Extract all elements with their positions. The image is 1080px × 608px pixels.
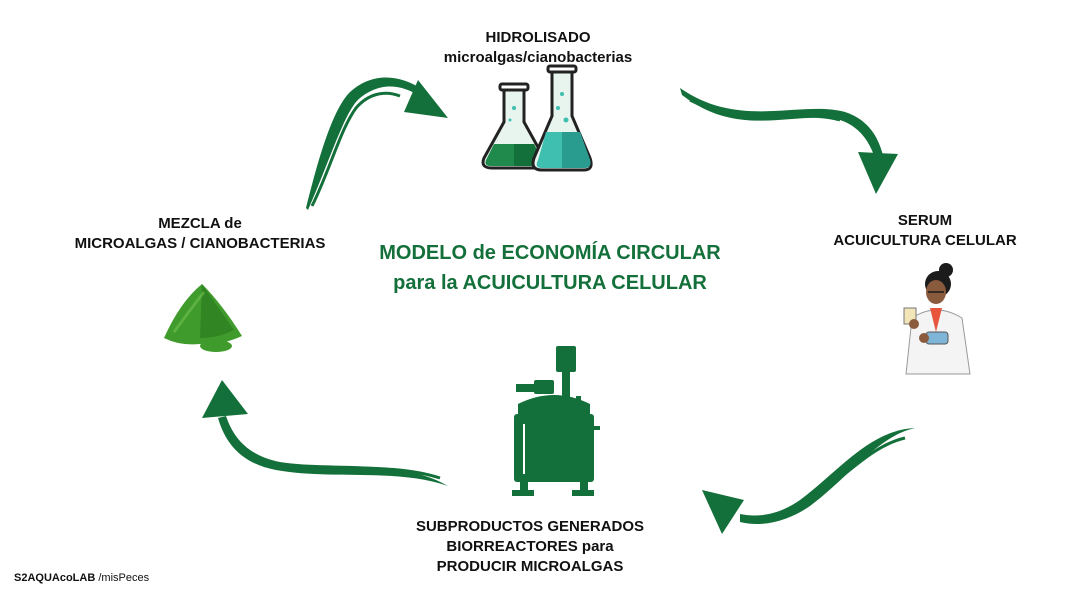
diagram-title: MODELO de ECONOMÍA CIRCULAR para la ACUI… <box>330 238 770 298</box>
mezcla-line1: MEZCLA de <box>158 215 242 232</box>
flasks-icon <box>481 64 593 172</box>
node-label-mezcla: MEZCLA de MICROALGAS / CIANOBACTERIAS <box>60 214 340 254</box>
subproductos-line1: SUBPRODUCTOS GENERADOS <box>415 518 645 535</box>
node-label-serum: SERUM ACUICULTURA CELULAR <box>820 211 1030 251</box>
credit-source: /misPeces <box>95 572 150 584</box>
node-label-hidrolisado: HIDROLISADO microalgas/cianobacterias <box>408 28 668 68</box>
hidrolisado-line2: microalgas/cianobacterias <box>443 49 633 66</box>
algae-powder-icon <box>164 284 242 352</box>
arrow-subproductos-to-mezcla <box>202 380 448 486</box>
node-label-subproductos: SUBPRODUCTOS GENERADOS BIORREACTORES par… <box>410 517 650 577</box>
subproductos-line3: PRODUCIR MICROALGAS <box>436 558 624 575</box>
arrow-hidrolisado-to-serum <box>680 88 898 194</box>
arrow-serum-to-subproductos <box>702 428 915 534</box>
credit-brand: S2AQUAcoLAB <box>14 572 96 584</box>
scientist-icon <box>903 263 971 375</box>
hidrolisado-line1: HIDROLISADO <box>485 29 591 46</box>
diagram-title-line1: MODELO de ECONOMÍA CIRCULAR <box>379 242 721 264</box>
serum-line1: SERUM <box>897 212 953 229</box>
arrow-mezcla-to-hidrolisado <box>306 77 448 210</box>
mezcla-line2: MICROALGAS / CIANOBACTERIAS <box>74 235 326 252</box>
diagram-title-line2: para la ACUICULTURA CELULAR <box>393 272 707 294</box>
credit-line: S2AQUAcoLAB /misPeces <box>14 572 149 584</box>
serum-line2: ACUICULTURA CELULAR <box>833 232 1017 249</box>
bioreactor-icon <box>512 346 600 496</box>
subproductos-line2: BIORREACTORES para <box>446 538 614 555</box>
